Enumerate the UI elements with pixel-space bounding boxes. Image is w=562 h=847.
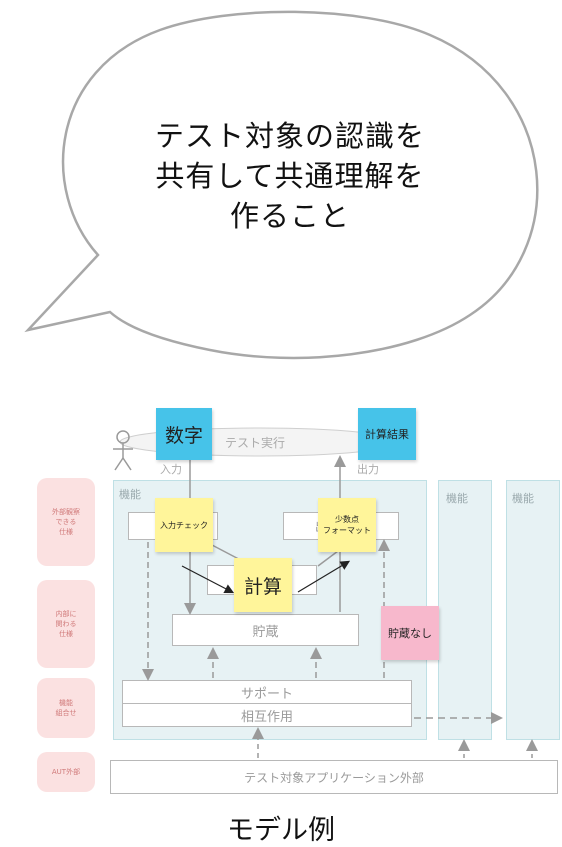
storage-box: 貯蔵 [172,614,359,646]
bubble-line-3: 作ること [229,199,350,233]
user-icon [113,430,133,471]
output-label: 出力 [357,463,379,476]
function-panel-3 [506,480,560,740]
speech-bubble [24,10,539,360]
panel-title: 機能 [119,488,141,501]
interaction-box: 相互作用 [122,703,412,727]
support-box: サポート [122,680,412,704]
panel-title: 機能 [446,492,468,505]
external-box: テスト対象アプリケーション外部 [110,760,558,794]
sticky-number: 数字 [156,408,212,460]
bubble-line-1: テスト対象の認識を [154,119,425,153]
test-exec-label: テスト実行 [225,436,286,450]
panel-title: 機能 [512,492,534,505]
category-external-spec: 外部観察 できる 仕様 [37,478,95,566]
category-combination: 機能 組合せ [37,678,95,738]
input-label: 入力 [160,463,182,476]
category-label: AUT外部 [51,768,81,776]
sticky-decimal-format: 少数点 フォーマット [318,498,376,552]
category-label: 機能 組合せ [55,699,77,717]
function-panel-2 [438,480,492,740]
category-label: 内部に 関わる 仕様 [55,610,77,638]
bubble-line-2: 共有して共通理解を [155,159,425,193]
sticky-no-storage: 貯蔵なし [381,606,439,660]
category-aut-external: AUT外部 [37,752,95,792]
caption: モデル例 [227,815,335,846]
sticky-calc: 計算 [234,558,292,612]
category-internal-spec: 内部に 関わる 仕様 [37,580,95,668]
category-label: 外部観察 できる 仕様 [52,508,80,536]
sticky-input-check: 入力チェック [155,498,213,552]
sticky-result: 計算結果 [358,408,416,460]
